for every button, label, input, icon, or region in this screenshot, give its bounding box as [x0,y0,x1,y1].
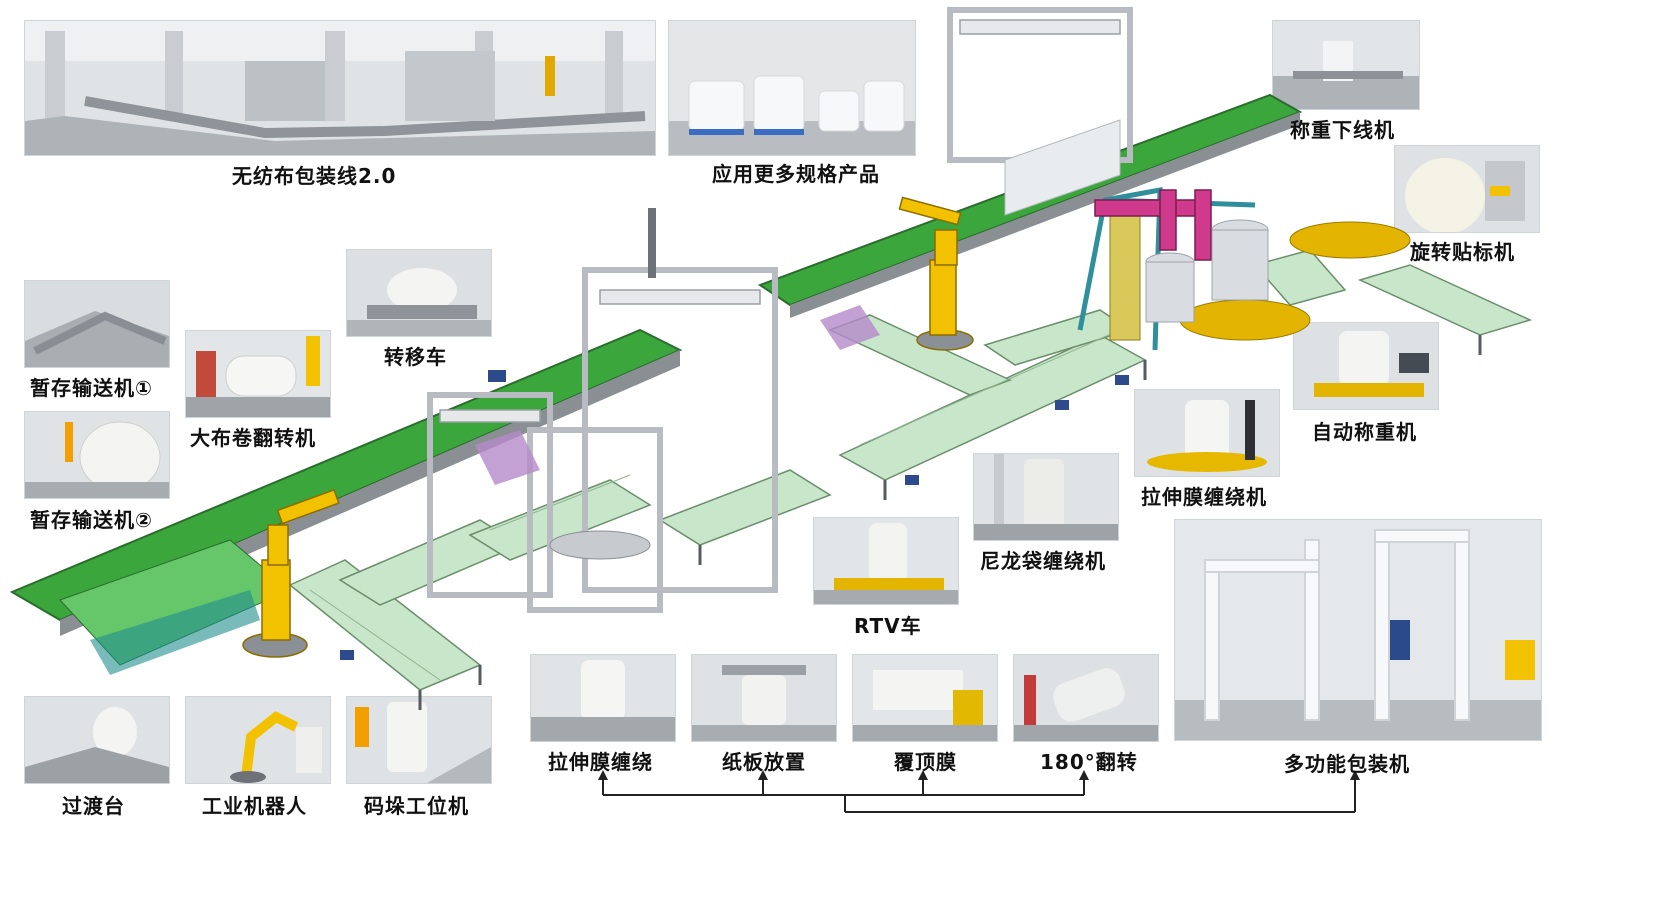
label-temp-conveyor-1: 暂存输送机① [30,376,153,400]
photo-industrial-robot [185,696,331,784]
label-palletizing-station: 码垛工位机 [364,794,469,818]
photo-stretch-wrap-machine [1134,389,1280,477]
label-auto-weigh: 自动称重机 [1312,420,1417,444]
label-stretch-wrap: 拉伸膜缠绕 [548,750,653,774]
photo-rotary-label [1394,145,1540,233]
photo-big-roll-flip [185,330,331,418]
roller-far-right [1357,264,1533,336]
label-transfer-car: 转移车 [384,345,447,369]
turntable-center [549,530,651,560]
photo-top-film [852,654,998,742]
label-multi-pack: 多功能包装机 [1284,752,1410,776]
roller-right-long [838,334,1147,481]
photo-nylon-bag-wrap [973,453,1119,541]
label-nylon-bag-wrap: 尼龙袋缠绕机 [980,549,1106,573]
label-industrial-robot: 工业机器人 [202,794,307,818]
label-flip-180: 180°翻转 [1040,750,1138,774]
photo-more-products [668,20,916,156]
turntable-right [1179,299,1311,341]
label-stretch-wrap-machine: 拉伸膜缠绕机 [1141,485,1267,509]
label-transition-table: 过渡台 [62,794,125,818]
photo-transition-table [24,696,170,784]
roller-center [658,469,832,546]
photo-nonwoven-line [24,20,656,156]
frame-central-2 [427,392,553,598]
label-top-film: 覆顶膜 [894,750,957,774]
photo-temp-conveyor-1 [24,280,170,368]
label-temp-conveyor-2: 暂存输送机② [30,508,153,532]
label-big-roll-flip: 大布卷翻转机 [190,426,316,450]
photo-weigh-offline [1272,20,1420,110]
frame-central-3 [527,427,663,613]
roller-upper-right [1253,249,1347,306]
label-weigh-offline: 称重下线机 [1290,118,1395,142]
photo-flip-180 [1013,654,1159,742]
photo-temp-conveyor-2 [24,411,170,499]
robot-front [242,488,340,658]
photo-multi-pack [1174,519,1542,741]
label-board-place: 纸板放置 [722,750,806,774]
roller-mid [468,479,652,561]
photo-rtv-car [813,517,959,605]
photo-transfer-car [346,249,492,337]
label-nonwoven-line: 无纺布包装线2.0 [232,164,397,188]
photo-palletizing-station [346,696,492,784]
photo-board-place [691,654,837,742]
label-rotary-label: 旋转贴标机 [1410,240,1515,264]
label-rtv-car: RTV车 [854,614,922,638]
photo-auto-weigh [1293,322,1439,410]
photo-stretch-wrap [530,654,676,742]
label-more-products: 应用更多规格产品 [712,162,880,186]
robot-back [898,196,974,351]
magenta-gantry [1094,199,1206,217]
